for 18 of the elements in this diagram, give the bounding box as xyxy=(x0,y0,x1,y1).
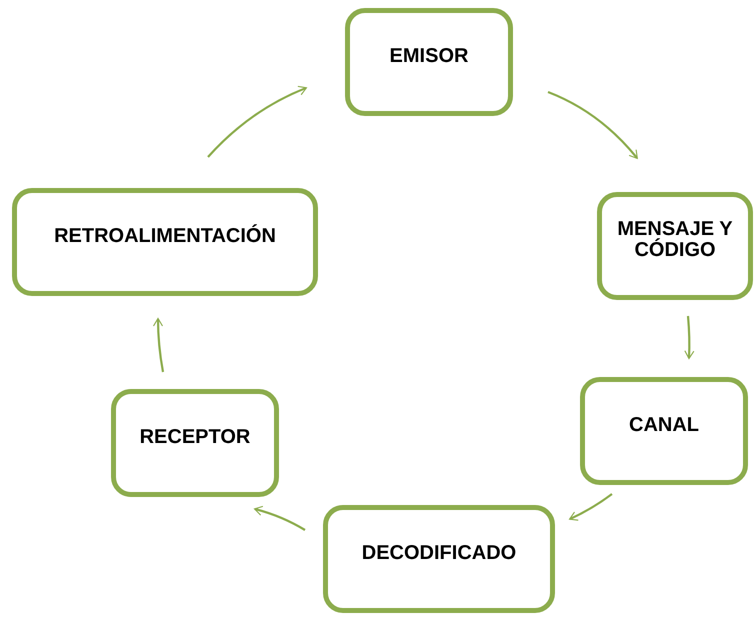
box-label: CANAL xyxy=(629,414,699,436)
box-label: DECODIFICADO xyxy=(362,542,516,564)
box-label: MENSAJE Y CÓDIGO xyxy=(616,219,734,261)
arrow xyxy=(254,506,306,531)
arrow xyxy=(548,90,638,159)
process-box xyxy=(580,377,748,485)
process-box xyxy=(345,8,513,116)
box-label: RETROALIMENTACIÓN xyxy=(54,226,276,246)
box-label: RECEPTOR xyxy=(140,426,250,448)
arrow xyxy=(684,316,694,360)
arrow xyxy=(569,493,613,521)
process-box xyxy=(111,389,279,497)
process-box xyxy=(323,505,555,613)
arrow xyxy=(153,318,164,372)
process-box xyxy=(597,192,753,300)
arrow xyxy=(207,86,307,158)
process-box xyxy=(12,188,318,296)
box-label: EMISOR xyxy=(390,46,468,66)
